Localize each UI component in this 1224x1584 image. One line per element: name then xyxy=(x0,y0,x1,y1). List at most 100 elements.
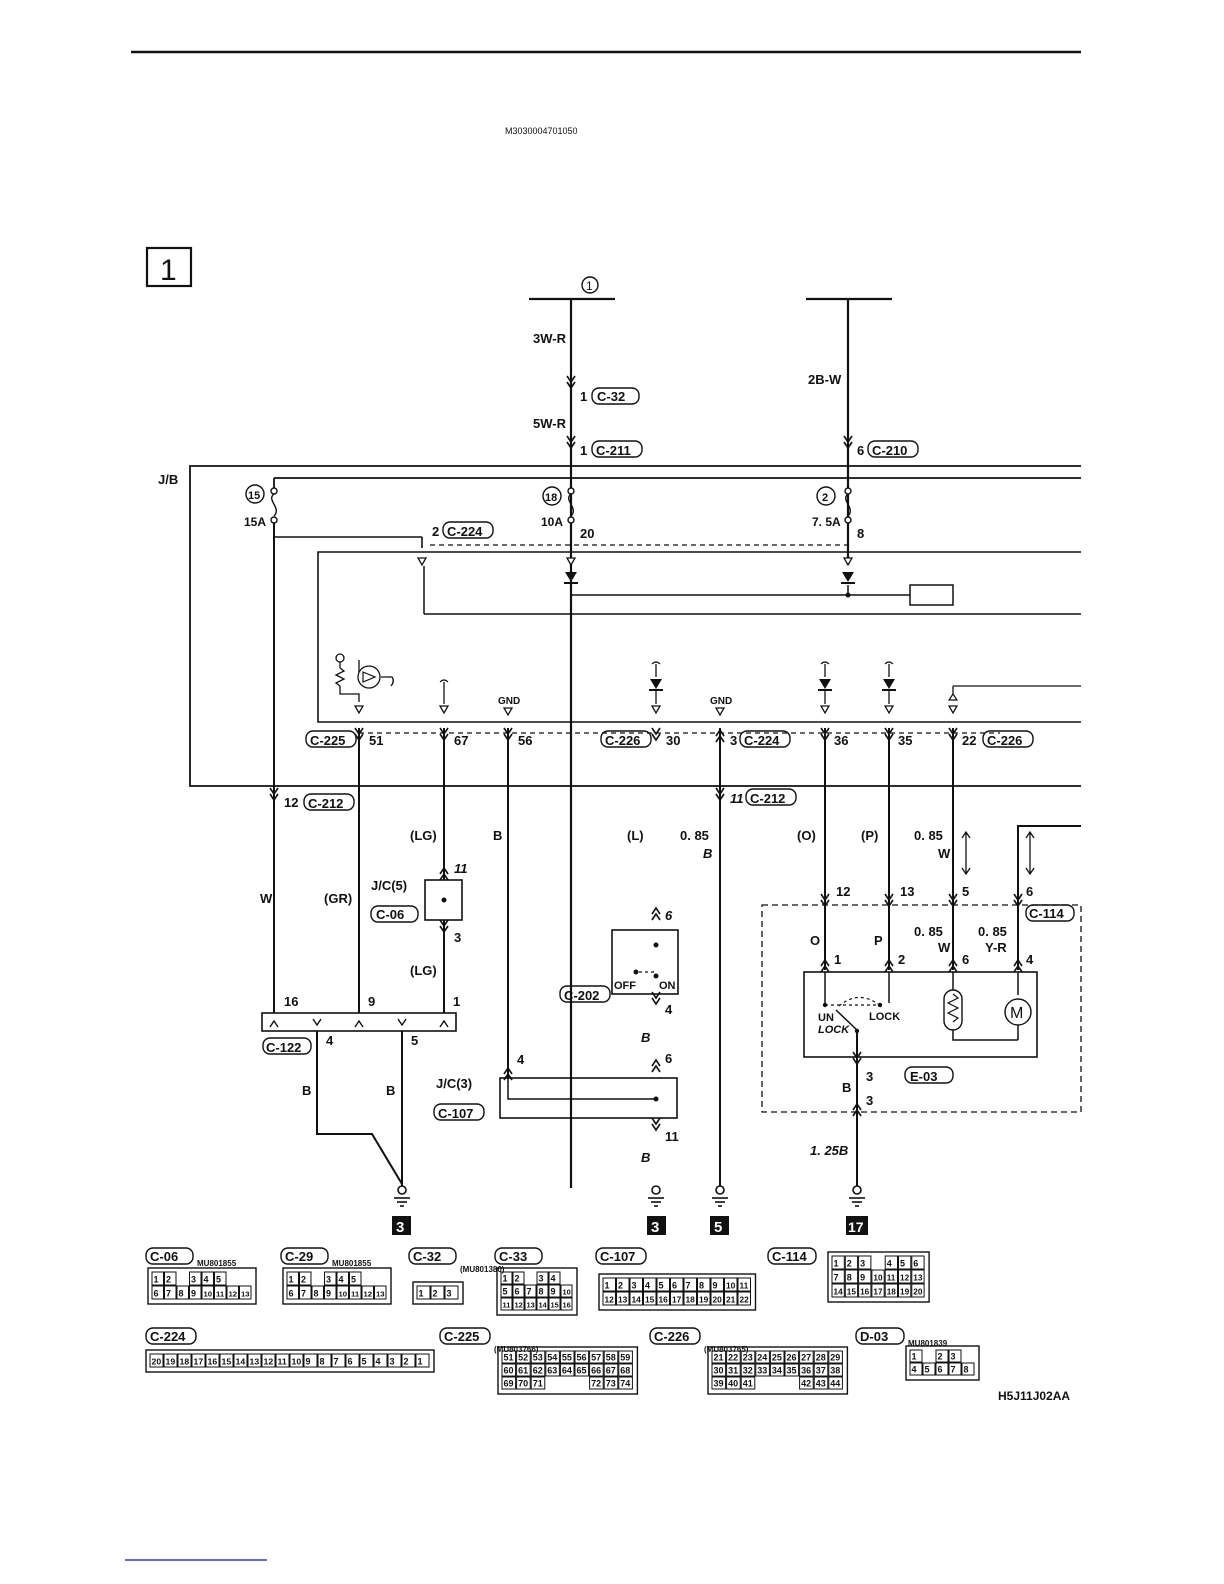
pin-cell: 21 xyxy=(726,1295,736,1305)
pin-cell: 2 xyxy=(404,1357,409,1367)
pin-number: 11 xyxy=(665,1129,679,1144)
pin-cell: 8 xyxy=(699,1281,704,1291)
fuse-rating: 15A xyxy=(244,515,266,529)
pin-cell: 1 xyxy=(834,1259,839,1269)
connector-label: C-107 xyxy=(438,1106,473,1121)
pin-number: 5 xyxy=(962,884,969,899)
document-code: M3030004701050 xyxy=(505,126,578,136)
switch-unlock-label: UN xyxy=(818,1012,834,1024)
pin-cell: 14 xyxy=(632,1295,642,1305)
pin-cell: 10 xyxy=(292,1357,302,1367)
pin-cell: 4 xyxy=(645,1281,650,1291)
pin-cell: 4 xyxy=(887,1259,892,1269)
pin-cell: 44 xyxy=(830,1379,840,1389)
connector-view-label: C-33 xyxy=(499,1249,527,1264)
pin-cell: 72 xyxy=(591,1379,601,1389)
pin-number: 3 xyxy=(866,1069,873,1084)
pin-cell: 10 xyxy=(873,1274,883,1283)
pin-number: 35 xyxy=(898,733,912,748)
pin-cell: 3 xyxy=(191,1275,196,1285)
ground-reference: 3 xyxy=(396,1219,404,1236)
pin-number: 1 xyxy=(580,389,587,404)
pin-number: 67 xyxy=(454,733,468,748)
pin-cell: 9 xyxy=(326,1289,331,1299)
wire-color-label: 0. 85 xyxy=(680,828,709,843)
connector-label: C-212 xyxy=(750,791,785,806)
pin-cell: 39 xyxy=(714,1379,724,1389)
connector-label: C-32 xyxy=(597,389,625,404)
pin-cell: 70 xyxy=(518,1379,528,1389)
pin-cell: 19 xyxy=(699,1295,709,1305)
switch-c-202 xyxy=(611,929,679,995)
wire-color-label: 5W-R xyxy=(533,416,567,431)
pin-cell: 17 xyxy=(873,1288,883,1297)
pin-cell: 9 xyxy=(713,1281,718,1291)
switch-unlock-label: LOCK xyxy=(818,1024,850,1036)
fuse-number: 2 xyxy=(822,492,828,504)
pin-number: 3 xyxy=(730,733,737,748)
wire-color-label: B xyxy=(386,1083,395,1098)
pin-cell: 13 xyxy=(527,1301,535,1310)
pin-number: 4 xyxy=(1026,952,1034,967)
heater-symbol xyxy=(943,972,1018,1041)
junction-block-label: J/B xyxy=(158,472,178,487)
pin-cell: 40 xyxy=(728,1379,738,1389)
pin-cell: 21 xyxy=(714,1353,724,1363)
pin-cell: 14 xyxy=(236,1357,246,1367)
pin-cell: 15 xyxy=(847,1288,857,1297)
pin-cell: 22 xyxy=(728,1353,738,1363)
pin-cell: 13 xyxy=(618,1295,628,1305)
pin-cell: 66 xyxy=(591,1366,601,1376)
pin-cell: 6 xyxy=(154,1289,159,1299)
pin-number: 4 xyxy=(665,1002,673,1017)
pin-cell: 17 xyxy=(194,1357,204,1367)
pin-cell: 61 xyxy=(518,1366,528,1376)
joint-connector-label: J/C(3) xyxy=(436,1076,472,1091)
pin-number: 5 xyxy=(411,1033,418,1048)
pin-cell: 30 xyxy=(714,1366,724,1376)
pin-cell: 14 xyxy=(539,1301,548,1310)
wire-color-label: B xyxy=(302,1083,311,1098)
pin-cell: 17 xyxy=(672,1295,682,1305)
fuse-number: 15 xyxy=(248,490,260,502)
pin-cell: 12 xyxy=(364,1290,373,1299)
pin-cell: 6 xyxy=(515,1287,520,1297)
part-number: MU801855 xyxy=(332,1259,372,1268)
connector-label: C-226 xyxy=(987,733,1022,748)
pin-cell: 74 xyxy=(620,1379,630,1389)
pin-cell: 58 xyxy=(606,1353,616,1363)
pin-number: 8 xyxy=(857,526,864,541)
pin-cell: 12 xyxy=(900,1274,910,1283)
fuse-18 xyxy=(567,487,575,524)
connector-view-label: C-226 xyxy=(654,1329,689,1344)
wire-color-label: B xyxy=(842,1080,851,1095)
pin-cell: 5 xyxy=(900,1259,905,1269)
pin-cell: 11 xyxy=(351,1290,360,1299)
pin-number: 30 xyxy=(666,733,680,748)
pin-cell: 3 xyxy=(951,1352,956,1362)
pin-cell: 38 xyxy=(830,1366,840,1376)
pin-cell: 11 xyxy=(740,1281,749,1291)
connector-view-label: C-114 xyxy=(772,1249,807,1264)
pin-cell: 37 xyxy=(816,1366,826,1376)
connector-view-label: C-224 xyxy=(150,1329,186,1344)
connector-label: C-224 xyxy=(744,733,780,748)
pin-cell: 20 xyxy=(713,1295,723,1305)
pin-number: 4 xyxy=(326,1033,334,1048)
page-number: 1 xyxy=(160,254,177,287)
ground-reference: 5 xyxy=(714,1219,722,1236)
pin-cell: 20 xyxy=(913,1288,923,1297)
ground-label: GND xyxy=(710,696,732,707)
pin-cell: 16 xyxy=(208,1357,218,1367)
pin-cell: 31 xyxy=(728,1366,738,1376)
connector-label: C-210 xyxy=(872,443,907,458)
connector-view-label: C-06 xyxy=(150,1249,178,1264)
part-number: MU801839 xyxy=(908,1339,948,1348)
connector-label: C-225 xyxy=(310,733,345,748)
pin-cell: 68 xyxy=(620,1366,630,1376)
pin-cell: 5 xyxy=(362,1357,367,1367)
connector-label: C-06 xyxy=(376,907,404,922)
